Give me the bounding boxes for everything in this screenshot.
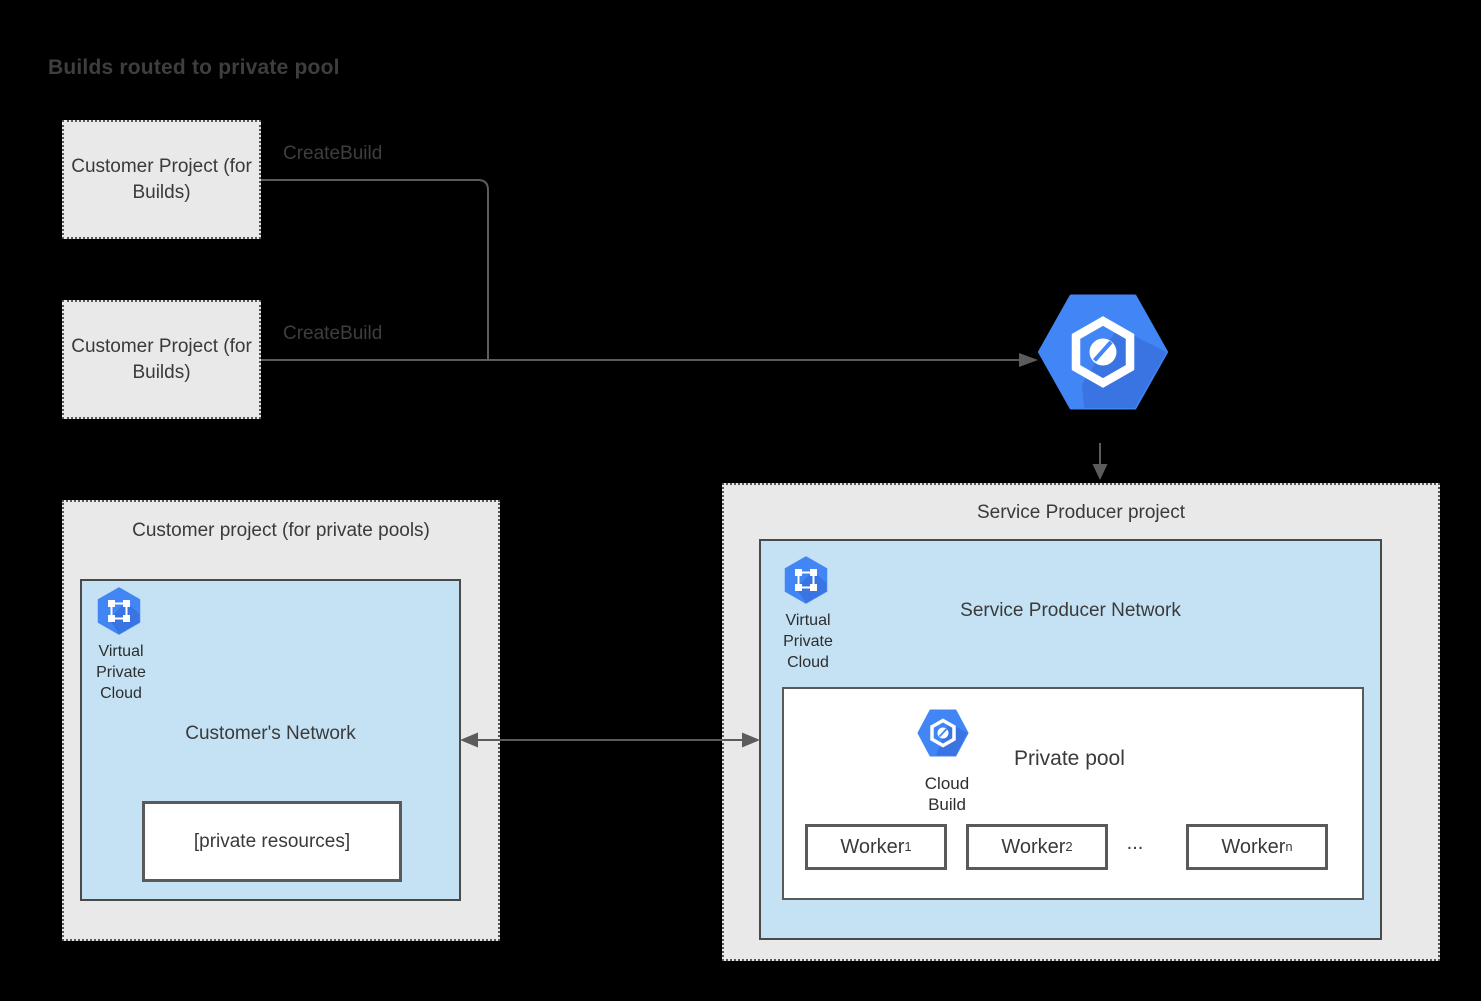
private-pool-title: Private pool	[1014, 747, 1125, 770]
cloud-build-icon	[1038, 294, 1168, 410]
customer-build-project-2: Customer Project (for Builds)	[62, 300, 261, 419]
vpc-label-left: Virtual Private Cloud	[96, 643, 146, 702]
customer-network: Customer's Network Virtual Private Cloud…	[80, 579, 461, 901]
arrowhead-to-cloud-build	[1019, 353, 1038, 367]
service-producer-network: Service Producer Network Virtual Private…	[759, 539, 1382, 940]
customer-network-title: Customer's Network	[185, 723, 356, 744]
arrowhead-down	[1092, 464, 1108, 480]
cloud-build-small-label: Cloud Build	[924, 774, 970, 814]
service-producer-network-title: Service Producer Network	[960, 600, 1181, 621]
workers-ellipsis: ...	[1126, 832, 1144, 854]
service-producer-project-title: Service Producer project	[976, 502, 1186, 523]
diagram-title: Builds routed to private pool	[48, 56, 340, 79]
vpc-label-right: Virtual Private Cloud	[783, 612, 833, 671]
customer-build-project-1: Customer Project (for Builds)	[62, 120, 261, 239]
cloud-build-icon-small	[917, 709, 969, 757]
customer-pool-project-title: Customer project (for private pools)	[132, 520, 430, 541]
customer-build-project-2-label: Customer Project (for Builds)	[71, 335, 252, 383]
customer-build-project-1-label: Customer Project (for Builds)	[71, 155, 252, 203]
private-resources-box: [private resources]	[142, 801, 402, 882]
create-build-label-2: CreateBuild	[283, 323, 383, 344]
vpc-icon-left	[97, 587, 141, 635]
vpc-icon-right	[784, 556, 828, 604]
create-build-label-1: CreateBuild	[283, 143, 383, 164]
